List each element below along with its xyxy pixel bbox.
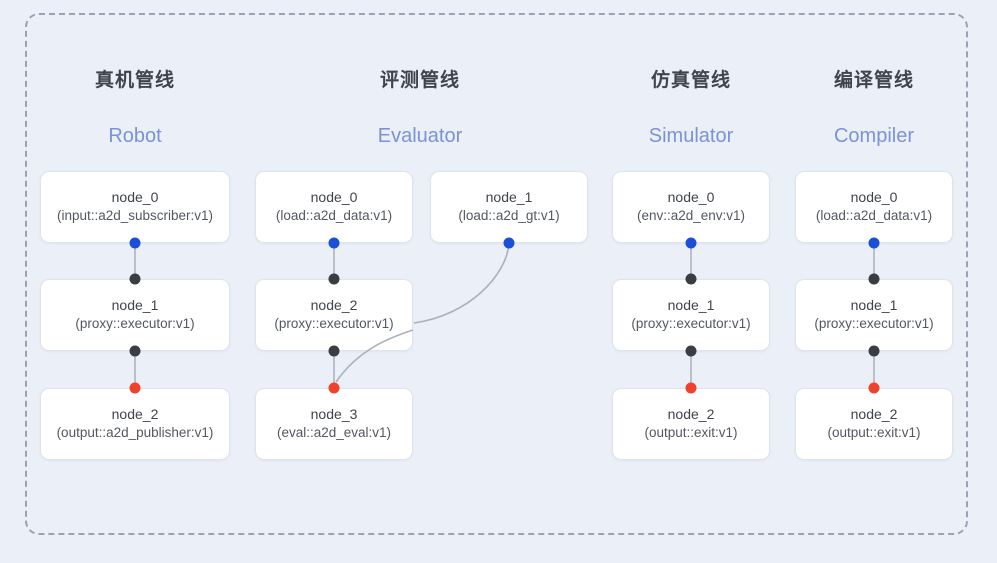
node-id: node_2	[310, 297, 358, 314]
node-spec: (eval::a2d_eval:v1)	[276, 425, 392, 441]
node-id: node_2	[667, 406, 715, 423]
column-title-en-robot: Robot	[108, 125, 162, 147]
pipeline-frame	[25, 13, 968, 535]
link-simulator-0-1	[690, 243, 692, 279]
node-id: node_2	[850, 406, 898, 423]
node-evaluator-2[interactable]: node_2 (proxy::executor:v1)	[255, 279, 413, 351]
column-title-cn-compiler: 编译管线	[833, 70, 915, 91]
link-simulator-1-2	[690, 351, 692, 388]
node-compiler-0[interactable]: node_0 (load::a2d_data:v1)	[795, 171, 953, 243]
node-spec: (output::exit:v1)	[827, 425, 921, 441]
link-compiler-0-1	[873, 243, 875, 279]
link-evaluator-0-2	[333, 243, 335, 279]
node-robot-2[interactable]: node_2 (output::a2d_publisher:v1)	[40, 388, 230, 460]
port-out-compiler-1[interactable]	[868, 345, 880, 357]
link-compiler-1-2	[873, 351, 875, 388]
node-id: node_1	[111, 297, 159, 314]
node-robot-1[interactable]: node_1 (proxy::executor:v1)	[40, 279, 230, 351]
node-simulator-0[interactable]: node_0 (env::a2d_env:v1)	[612, 171, 770, 243]
node-id: node_0	[850, 189, 898, 206]
node-id: node_1	[850, 297, 898, 314]
port-in-evaluator-3[interactable]	[328, 382, 340, 394]
node-spec: (output::exit:v1)	[644, 425, 738, 441]
column-title-en-evaluator: Evaluator	[377, 125, 463, 147]
node-spec: (proxy::executor:v1)	[274, 316, 394, 332]
port-out-evaluator-1[interactable]	[503, 237, 515, 249]
node-compiler-2[interactable]: node_2 (output::exit:v1)	[795, 388, 953, 460]
port-in-evaluator-2[interactable]	[328, 273, 340, 285]
node-spec: (proxy::executor:v1)	[75, 316, 195, 332]
node-simulator-1[interactable]: node_1 (proxy::executor:v1)	[612, 279, 770, 351]
node-id: node_1	[667, 297, 715, 314]
port-out-robot-0[interactable]	[129, 237, 141, 249]
node-id: node_1	[485, 189, 533, 206]
node-id: node_0	[667, 189, 715, 206]
port-in-compiler-1[interactable]	[868, 273, 880, 285]
node-spec: (proxy::executor:v1)	[814, 316, 934, 332]
port-in-compiler-2[interactable]	[868, 382, 880, 394]
node-evaluator-0[interactable]: node_0 (load::a2d_data:v1)	[255, 171, 413, 243]
node-evaluator-1[interactable]: node_1 (load::a2d_gt:v1)	[430, 171, 588, 243]
node-spec: (load::a2d_data:v1)	[275, 208, 393, 224]
port-out-robot-1[interactable]	[129, 345, 141, 357]
port-out-simulator-1[interactable]	[685, 345, 697, 357]
node-spec: (env::a2d_env:v1)	[636, 208, 746, 224]
link-robot-0-1	[134, 243, 136, 279]
column-title-cn-simulator: 仿真管线	[650, 70, 732, 91]
node-compiler-1[interactable]: node_1 (proxy::executor:v1)	[795, 279, 953, 351]
node-simulator-2[interactable]: node_2 (output::exit:v1)	[612, 388, 770, 460]
port-in-robot-2[interactable]	[129, 382, 141, 394]
column-title-en-compiler: Compiler	[833, 125, 915, 147]
column-title-en-simulator: Simulator	[648, 125, 734, 147]
port-in-simulator-1[interactable]	[685, 273, 697, 285]
port-out-compiler-0[interactable]	[868, 237, 880, 249]
port-out-simulator-0[interactable]	[685, 237, 697, 249]
node-id: node_0	[111, 189, 159, 206]
node-spec: (input::a2d_subscriber:v1)	[56, 208, 214, 224]
port-in-simulator-2[interactable]	[685, 382, 697, 394]
node-id: node_2	[111, 406, 159, 423]
port-out-evaluator-0[interactable]	[328, 237, 340, 249]
node-spec: (load::a2d_gt:v1)	[458, 208, 560, 224]
node-robot-0[interactable]: node_0 (input::a2d_subscriber:v1)	[40, 171, 230, 243]
node-id: node_3	[310, 406, 358, 423]
port-out-evaluator-2[interactable]	[328, 345, 340, 357]
node-id: node_0	[310, 189, 358, 206]
node-evaluator-3[interactable]: node_3 (eval::a2d_eval:v1)	[255, 388, 413, 460]
node-spec: (load::a2d_data:v1)	[815, 208, 933, 224]
column-title-cn-robot: 真机管线	[94, 70, 176, 91]
port-in-robot-1[interactable]	[129, 273, 141, 285]
node-spec: (proxy::executor:v1)	[631, 316, 751, 332]
node-spec: (output::a2d_publisher:v1)	[56, 425, 214, 441]
column-title-cn-evaluator: 评测管线	[379, 70, 461, 91]
link-evaluator-2-3	[333, 351, 335, 388]
link-robot-1-2	[134, 351, 136, 388]
